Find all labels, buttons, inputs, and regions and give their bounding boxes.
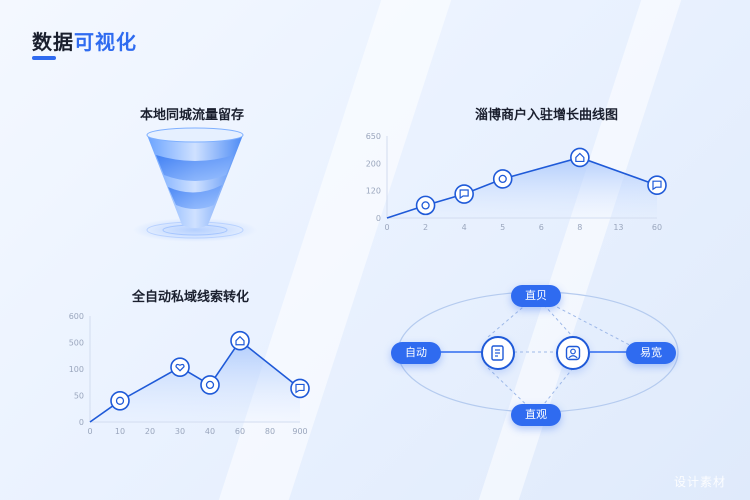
- x-tick-label: 30: [175, 427, 185, 436]
- chat-icon: [459, 189, 469, 200]
- data-point[interactable]: [290, 378, 310, 399]
- y-tick-label: 0: [79, 418, 84, 427]
- data-point-marker: [110, 391, 130, 411]
- y-tick-label: 100: [69, 365, 84, 374]
- chart1-plot: 0 120 200 650 0 2 4 5 6 8 13 60: [366, 132, 667, 232]
- chart2-plot: 0 50 100 500 600 0 10 20 30 40 60 80 900: [69, 312, 310, 436]
- chart1-title: 淄博商户入驻增长曲线图: [475, 108, 619, 123]
- data-point-marker: [415, 195, 436, 216]
- x-tick-label: 80: [265, 427, 275, 436]
- x-tick-label: 4: [462, 223, 467, 232]
- x-tick-label: 60: [235, 427, 245, 436]
- data-point-marker: [454, 184, 474, 204]
- x-tick-label: 900: [292, 427, 307, 436]
- x-tick-label: 6: [539, 223, 544, 232]
- home-icon: [575, 152, 585, 163]
- network-link: [487, 295, 537, 338]
- x-tick-label: 10: [115, 427, 125, 436]
- funnel-graphic: [133, 127, 257, 242]
- network-node-left[interactable]: 自动: [391, 342, 441, 364]
- watermark: 设计素材: [673, 475, 726, 489]
- y-tick-label: 120: [366, 187, 381, 196]
- funnel-band: [168, 185, 222, 209]
- chat-icon: [295, 383, 305, 394]
- title-underline: [32, 56, 56, 60]
- data-point[interactable]: [200, 375, 220, 395]
- document-icon: [491, 345, 504, 361]
- page-title-accent: 可视化: [74, 30, 137, 54]
- data-point-marker: [170, 357, 190, 378]
- x-tick-label: 5: [500, 223, 505, 232]
- x-tick-label: 13: [613, 223, 623, 232]
- x-tick-label: 20: [145, 427, 155, 436]
- funnel-title: 本地同城流量留存: [140, 108, 245, 123]
- circle-icon: [498, 174, 507, 184]
- data-point-marker: [570, 147, 590, 168]
- network-node-top[interactable]: 直贝: [511, 285, 561, 307]
- y-tick-label: 650: [366, 132, 381, 141]
- data-point-marker: [492, 169, 513, 189]
- data-point-marker: [230, 330, 250, 351]
- data-point[interactable]: [110, 391, 130, 411]
- series-area: [90, 340, 300, 422]
- circle-icon: [115, 396, 125, 405]
- page-title-main: 数据: [32, 30, 74, 54]
- x-tick-label: 0: [87, 427, 92, 436]
- chat-icon: [652, 180, 662, 191]
- funnel-top: [146, 127, 244, 143]
- data-point[interactable]: [454, 184, 474, 204]
- x-tick-label: 60: [652, 223, 662, 232]
- data-point[interactable]: [170, 357, 190, 378]
- funnel-body: [147, 135, 243, 228]
- y-tick-label: 500: [69, 339, 84, 348]
- network-node-right[interactable]: 易宽: [626, 342, 676, 364]
- user-portrait-icon: [565, 345, 581, 361]
- network-hub-document[interactable]: [481, 336, 515, 370]
- x-tick-label: 40: [205, 427, 215, 436]
- data-point-marker: [200, 375, 220, 395]
- y-tick-label: 600: [69, 312, 84, 321]
- data-point[interactable]: [570, 147, 590, 168]
- circle-icon: [421, 201, 430, 210]
- x-tick-label: 0: [384, 223, 389, 232]
- y-tick-label: 0: [376, 214, 381, 223]
- y-tick-label: 50: [74, 392, 84, 401]
- data-point[interactable]: [230, 330, 250, 351]
- funnel-band: [156, 155, 234, 181]
- heart-icon: [175, 363, 185, 372]
- data-point-marker: [290, 378, 310, 399]
- data-point[interactable]: [492, 169, 513, 189]
- series-area: [387, 157, 657, 218]
- y-tick-label: 200: [366, 159, 381, 168]
- page-title: 数据可视化: [32, 26, 137, 55]
- circle-icon: [205, 380, 215, 390]
- x-tick-label: 2: [423, 223, 428, 232]
- network-hub-user[interactable]: [556, 336, 590, 370]
- home-icon: [235, 335, 245, 346]
- data-point[interactable]: [415, 195, 436, 216]
- data-point-marker: [647, 175, 667, 196]
- network-node-bottom[interactable]: 直观: [511, 404, 561, 426]
- data-point[interactable]: [647, 175, 667, 196]
- chart2-title: 全自动私域线索转化: [132, 290, 250, 305]
- x-tick-label: 8: [577, 223, 582, 232]
